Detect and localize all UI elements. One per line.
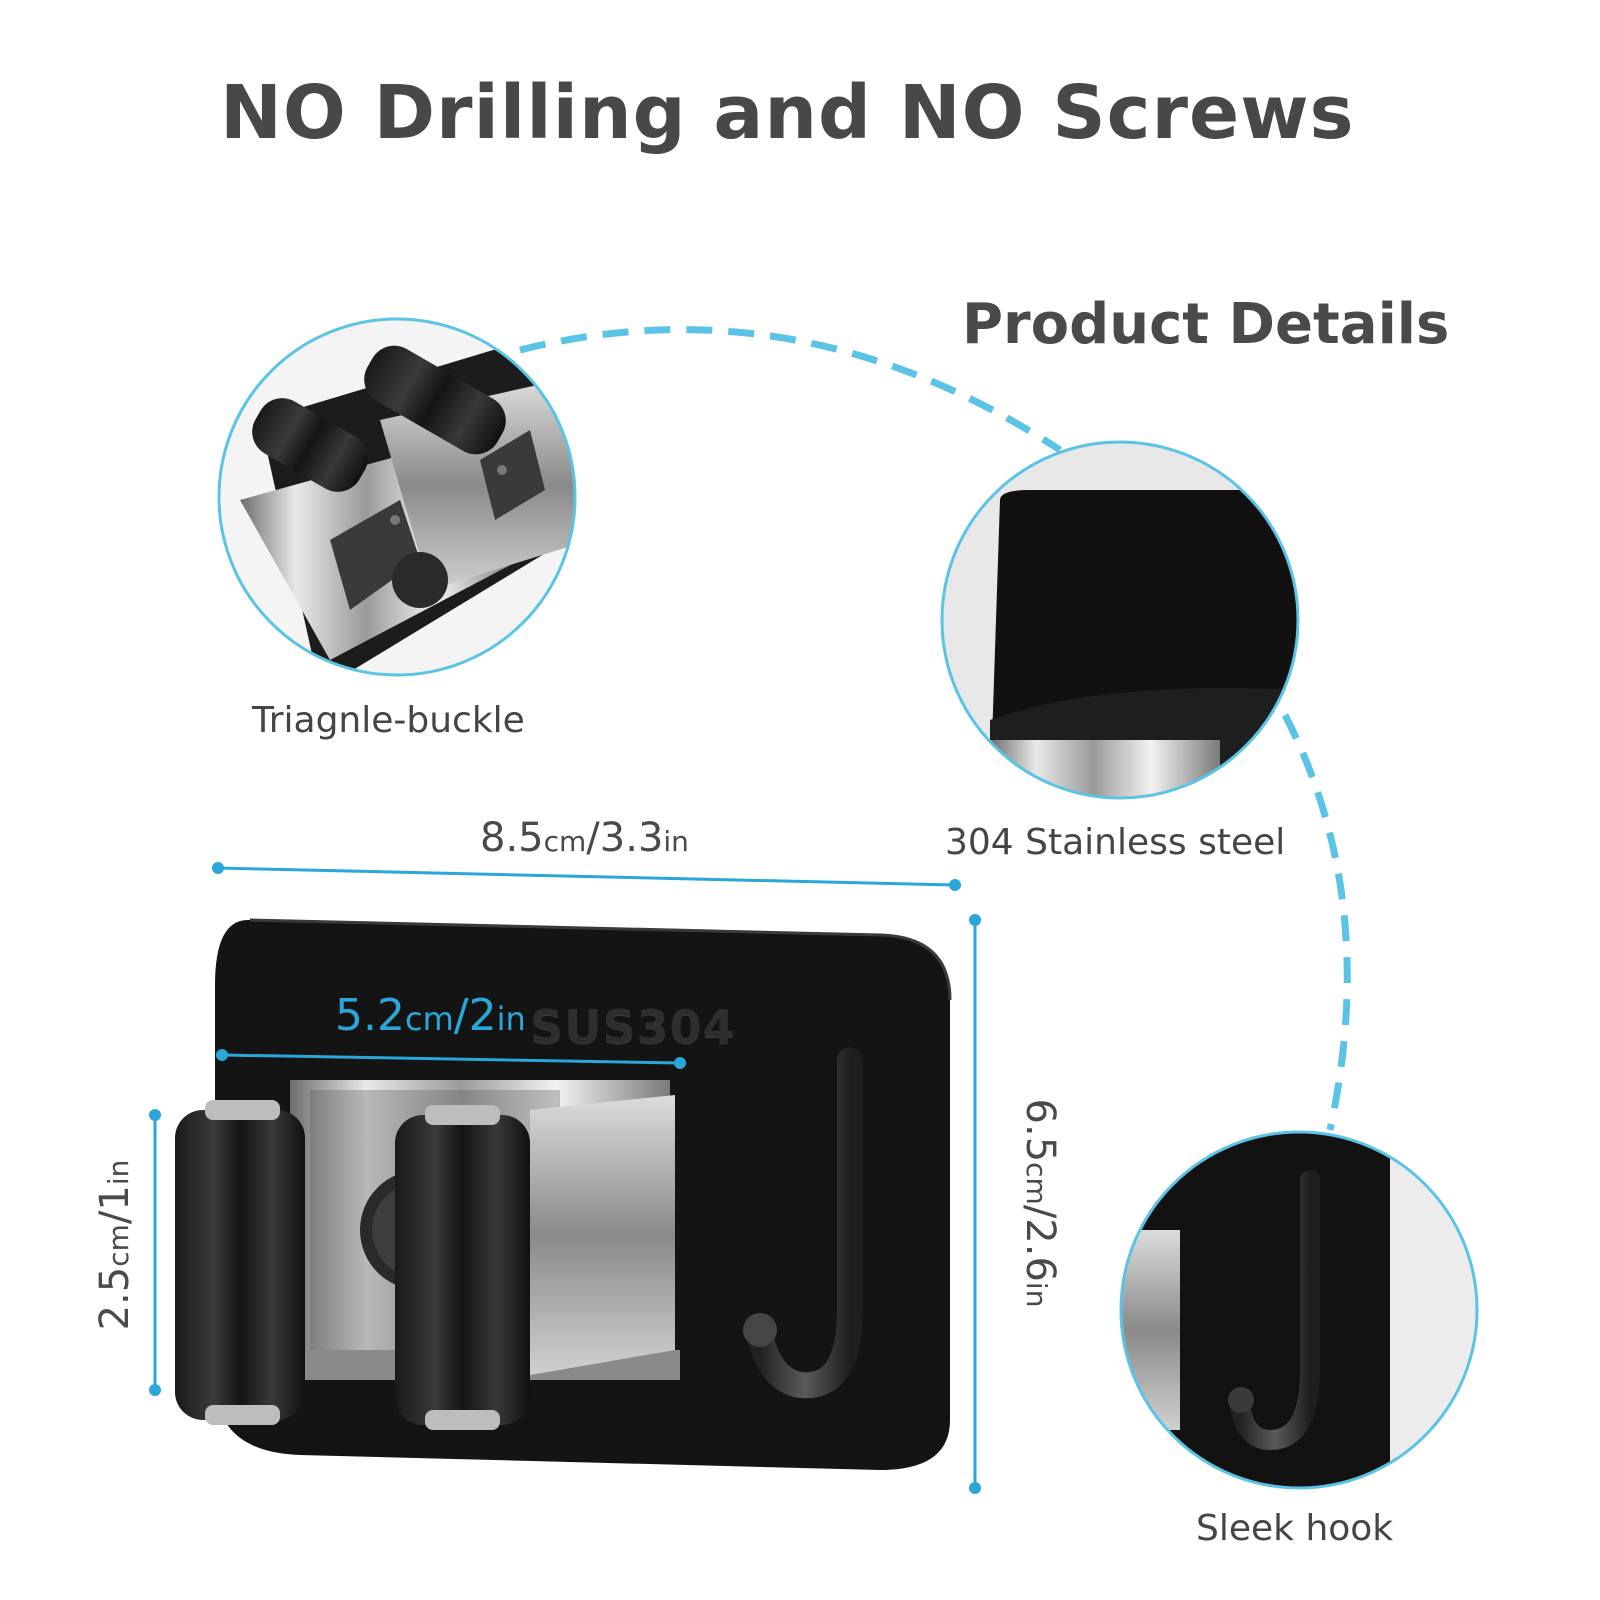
caption-sleek-hook: Sleek hook xyxy=(1196,1508,1394,1549)
detail-circle-border-2 xyxy=(940,440,1300,800)
product-marking: SUS304 xyxy=(530,1000,736,1054)
dim-label-clamp-height: 2.5cm/1in xyxy=(92,1159,138,1331)
dim-label-width: 8.5cm/3.3in xyxy=(480,815,689,861)
dim-line-clamp-width xyxy=(221,1053,681,1065)
dim-label-height: 6.5cm/2.6in xyxy=(1017,1098,1063,1308)
detail-triangle-buckle xyxy=(219,319,575,675)
detail-circle-border-3 xyxy=(1119,1130,1479,1490)
connector-dashed-top xyxy=(519,326,1062,453)
dim-line-width xyxy=(217,866,956,887)
connector-dashed-right xyxy=(1281,713,1351,1131)
left-clamp xyxy=(175,1110,305,1420)
headline: NO Drilling and NO Screws xyxy=(220,70,1355,156)
dim-label-clamp-width: 5.2cm/2in xyxy=(335,990,526,1041)
caption-stainless-steel: 304 Stainless steel xyxy=(945,822,1286,863)
section-title: Product Details xyxy=(962,292,1450,357)
caption-triangle-buckle: Triagnle-buckle xyxy=(252,700,525,741)
main-hook xyxy=(747,1047,863,1399)
right-clamp xyxy=(395,1115,530,1425)
detail-circle-border-1 xyxy=(217,317,577,677)
